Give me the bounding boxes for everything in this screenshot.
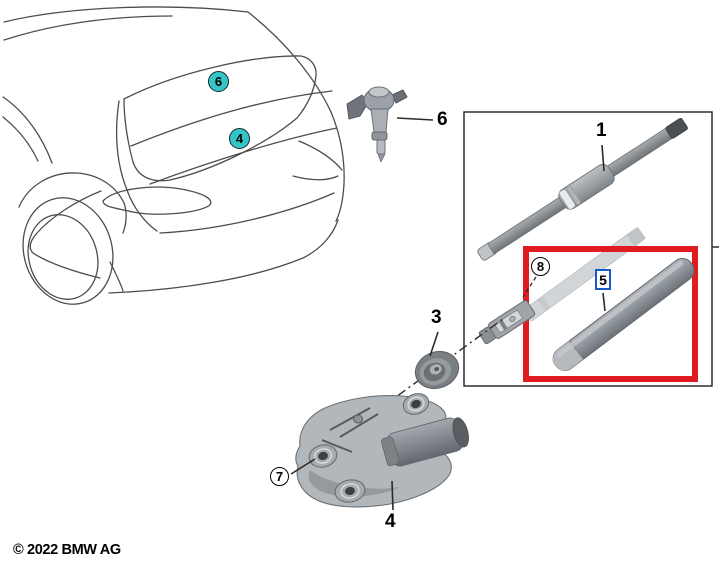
glass-hotspot-upper-callout[interactable]: 6: [208, 71, 229, 92]
leader-line-kit: [522, 276, 537, 298]
assembly-axis-line: [351, 318, 504, 430]
copyright-text: © 2022 BMW AG: [13, 541, 121, 558]
blade-kit-callout[interactable]: 8: [531, 257, 550, 276]
blade-connector-illustration: [478, 300, 536, 345]
wiper-blade-callout-selected[interactable]: 5: [595, 269, 611, 290]
wiper-blade-rubber-illustration: [552, 258, 695, 371]
motor-fastener-callout[interactable]: 7: [270, 467, 289, 486]
leader-line-fastener: [290, 458, 316, 475]
grommet-callout[interactable]: 3: [431, 307, 442, 328]
frame-box: [463, 111, 713, 387]
wiper-arm-illustration: [477, 117, 688, 261]
wiper-arm-callout[interactable]: 1: [596, 120, 607, 141]
leader-line-blade: [602, 292, 606, 312]
leader-line-nozzle: [396, 117, 434, 121]
nozzle-callout[interactable]: 6: [437, 109, 448, 130]
grommet-illustration: [414, 350, 460, 390]
wiper-motor-callout[interactable]: 4: [385, 511, 396, 532]
leader-line-wiper-arm: [601, 144, 605, 172]
nozzle-illustration: [346, 86, 408, 163]
glass-hotspot-lower-callout[interactable]: 4: [229, 128, 250, 149]
wiper-motor-illustration: [295, 393, 469, 508]
car-rear-outline-illustration: [2, 6, 345, 305]
leader-line-motor: [391, 480, 394, 511]
leader-line-grommet: [429, 331, 439, 357]
